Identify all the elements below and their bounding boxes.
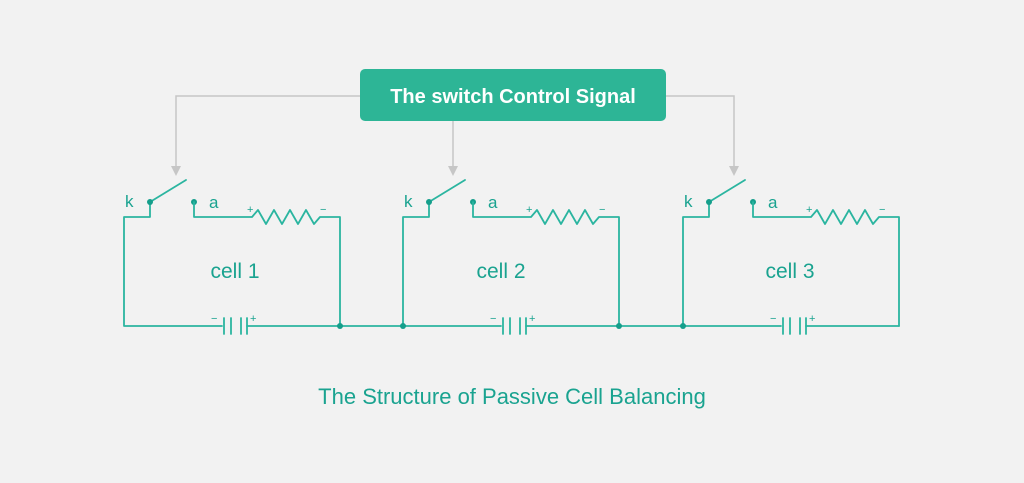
signal-arrow-cell-1 <box>171 166 181 176</box>
cell-2-label-a: a <box>488 193 498 212</box>
cell-3-left-wire <box>682 201 782 327</box>
cell-2-battery-minus: − <box>490 313 496 325</box>
cell-1-label: cell 1 <box>210 260 259 283</box>
cell-2-resistor-plus: + <box>526 204 532 216</box>
control-signal-lines <box>171 95 739 176</box>
cell-1-switch-terminal-k <box>147 199 153 205</box>
cell-1-battery-plus: + <box>250 313 256 325</box>
cell-2-left-wire <box>402 201 502 327</box>
cell-2-label-k: k <box>404 192 413 211</box>
control-signal-box-label: The switch Control Signal <box>390 86 636 108</box>
cell-2-left-junction-node <box>400 323 406 329</box>
cell-1-circuit: k a + − − + cell 1 <box>123 179 343 335</box>
cell-3-left-junction-node <box>680 323 686 329</box>
signal-arrow-cell-2 <box>448 166 458 176</box>
cell-3-label-k: k <box>684 192 693 211</box>
diagram-caption: The Structure of Passive Cell Balancing <box>318 384 706 409</box>
cell-3-label-a: a <box>768 193 778 212</box>
signal-line-cell-3 <box>666 95 735 168</box>
cell-2-circuit: k a + − − + cell 2 <box>400 179 622 335</box>
cell-3-battery-minus: − <box>770 313 776 325</box>
cell-2-switch-blade <box>428 179 466 203</box>
cell-1-switch-blade <box>149 179 187 203</box>
cell-1-resistor-wire <box>193 201 341 327</box>
cell-2-junction-node <box>616 323 622 329</box>
cell-3-resistor-plus: + <box>806 204 812 216</box>
cell-1-left-wire <box>123 201 223 327</box>
cell-3-switch-blade <box>708 179 746 203</box>
cell-3-resistor-minus: − <box>879 204 885 216</box>
cell-3-circuit: k a + − − + cell 3 <box>680 179 900 335</box>
signal-line-cell-1 <box>175 95 360 168</box>
cell-3-switch-terminal-k <box>706 199 712 205</box>
control-signal-box: The switch Control Signal <box>360 69 666 121</box>
cell-3-resistor-wire <box>752 201 900 327</box>
cell-1-battery-minus: − <box>211 313 217 325</box>
cell-1-label-k: k <box>125 192 134 211</box>
cell-1-resistor-minus: − <box>320 204 326 216</box>
cell-2-resistor-wire <box>472 201 620 327</box>
cell-2-battery-plus: + <box>529 313 535 325</box>
control-signal-box-background <box>360 69 666 121</box>
cell-3-label: cell 3 <box>765 260 814 283</box>
signal-arrow-cell-3 <box>729 166 739 176</box>
cell-1-junction-node <box>337 323 343 329</box>
cell-1-label-a: a <box>209 193 219 212</box>
cell-3-battery-plus: + <box>809 313 815 325</box>
cell-2-resistor-minus: − <box>599 204 605 216</box>
cell-2-label: cell 2 <box>476 260 525 283</box>
cell-1-resistor-plus: + <box>247 204 253 216</box>
cell-2-switch-terminal-k <box>426 199 432 205</box>
